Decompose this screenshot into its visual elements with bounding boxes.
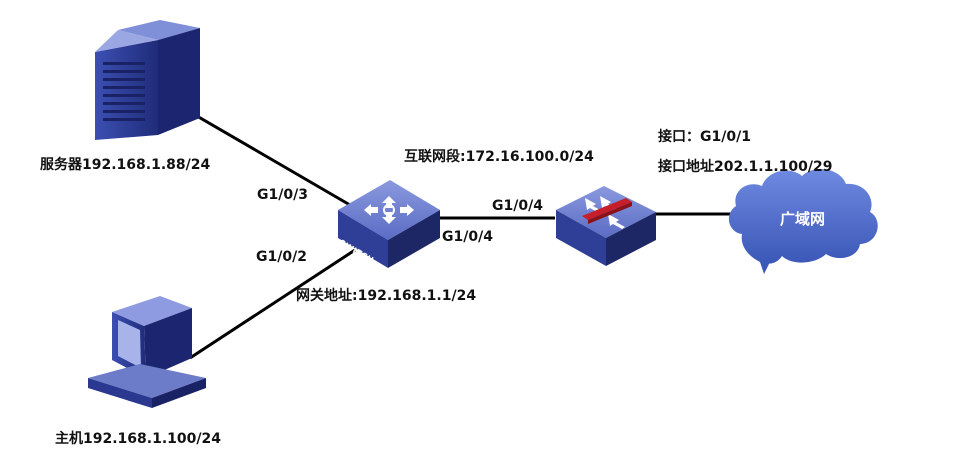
wan-cloud-icon: [728, 169, 878, 274]
port-g1-0-4-firewall-label: G1/0/4: [492, 198, 543, 214]
host-label: 主机192.168.1.100/24: [55, 431, 221, 447]
server-icon: [95, 20, 200, 140]
link-server-switch: [189, 110, 351, 207]
host-pc-icon: [88, 296, 206, 408]
port-g1-0-4-switch-label: G1/0/4: [442, 229, 493, 245]
firewall-interface-label: 接口：G1/0/1: [658, 129, 751, 145]
interconnect-segment-label: 互联网段:172.16.100.0/24: [404, 149, 594, 165]
link-host-switch: [189, 248, 356, 360]
links: [189, 110, 735, 360]
port-g1-0-3-label: G1/0/3: [257, 187, 308, 203]
firewall-interface-address-label: 接口地址202.1.1.100/29: [658, 159, 833, 175]
server-label: 服务器192.168.1.88/24: [40, 157, 211, 173]
gateway-address-label: 网关地址:192.168.1.1/24: [296, 288, 477, 304]
wan-label: 广域网: [780, 210, 826, 228]
port-g1-0-2-label: G1/0/2: [256, 249, 307, 265]
switch-arrows-icon: [364, 196, 414, 224]
switch-icon: [338, 180, 440, 268]
firewall-icon: [556, 186, 656, 266]
firewall-wall-icon: [582, 198, 632, 220]
